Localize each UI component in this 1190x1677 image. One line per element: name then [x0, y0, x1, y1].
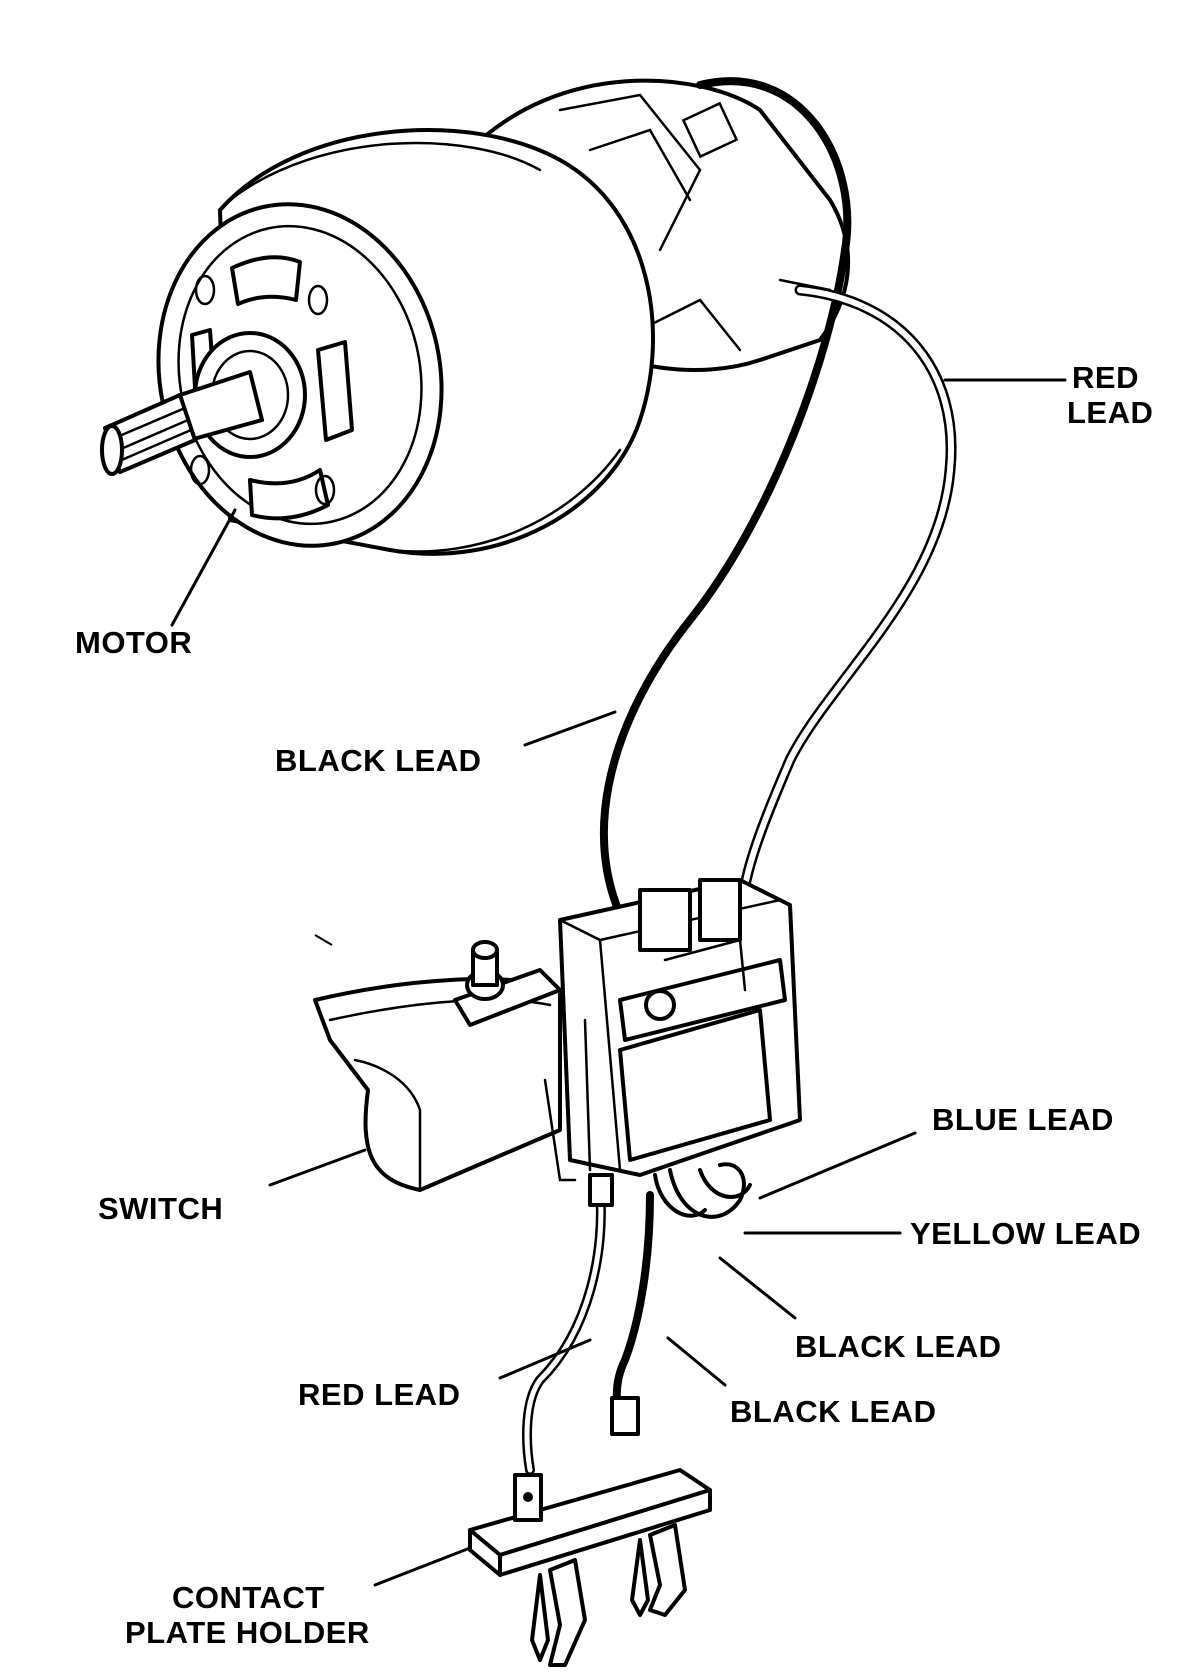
switch-label: SWITCH [98, 1191, 223, 1226]
switch-drawing [313, 878, 802, 1219]
contact-label-line2: PLATE HOLDER [125, 1615, 370, 1650]
yellow-lead-label: YELLOW LEAD [910, 1216, 1141, 1251]
red-lead-label-line2: LEAD [1067, 395, 1153, 430]
red-lead-label-line1: RED [1072, 360, 1139, 395]
black-lead-label-upper: BLACK LEAD [275, 743, 482, 778]
red-lead-label-lower: RED LEAD [298, 1377, 460, 1412]
black-lead-label-lower: BLACK LEAD [730, 1394, 937, 1429]
motor-drawing [100, 78, 851, 556]
black-lead-label-right: BLACK LEAD [795, 1329, 1002, 1364]
blue-lead-label: BLUE LEAD [932, 1102, 1114, 1137]
leader-lines [170, 378, 1067, 1587]
wires-lower [522, 1173, 654, 1475]
motor-label: MOTOR [75, 625, 192, 660]
wires-upper [599, 77, 957, 954]
contact-plate-holder-drawing [468, 1468, 712, 1667]
contact-label-line1: CONTACT [172, 1580, 325, 1615]
